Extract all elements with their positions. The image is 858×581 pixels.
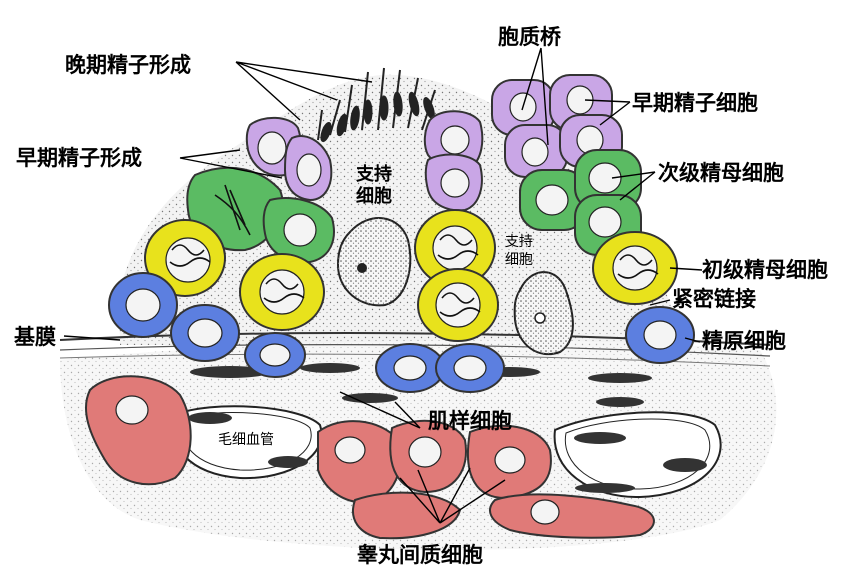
secondary-spermatocytes-right [519,149,642,256]
capillary-right [553,411,722,499]
leader-lines [63,47,703,524]
early-spermatids-left [245,116,333,202]
label-capillary: 毛细血管 [218,432,274,448]
label-primary-spermatocyte: 初级精母细胞 [702,258,828,282]
label-basement-membrane: 基膜 [14,325,56,349]
capillary-left [171,405,323,480]
early-spermatids-center [423,110,484,212]
sertoli-nucleus-left [336,217,412,307]
label-leydig-cell: 睾丸间质细胞 [357,543,483,567]
label-sertoli-cell-1-line2: 细胞 [356,185,392,207]
label-tight-junction: 紧密链接 [672,287,756,311]
late-spermatids [317,67,436,142]
diagram-labels: 晚期精子形成 早期精子形成 胞质桥 早期精子细胞 次级精母细胞 初级精母细胞 紧… [14,25,828,567]
leydig-cells [85,375,655,540]
spermatogonia [108,272,695,393]
label-sertoli-cell-1-line1: 支持 [355,163,392,185]
primary-spermatocytes [144,209,678,342]
label-secondary-spermatocyte: 次级精母细胞 [658,161,784,185]
label-cytoplasmic-bridge: 胞质桥 [498,25,562,49]
label-sertoli-cell-2-line1: 支持 [505,234,533,250]
label-myoid-cell: 肌样细胞 [428,409,512,433]
sertoli-nucleus-right [513,271,574,356]
label-sertoli-cell-2-line2: 细胞 [505,252,533,268]
secondary-spermatocytes-left [186,166,335,264]
label-early-spermatid: 早期精子形成 [16,146,142,170]
label-spermatogonium: 精原细胞 [702,329,786,353]
label-late-spermatid: 晚期精子形成 [65,53,191,77]
label-early-spermatid-right: 早期精子细胞 [632,91,758,115]
